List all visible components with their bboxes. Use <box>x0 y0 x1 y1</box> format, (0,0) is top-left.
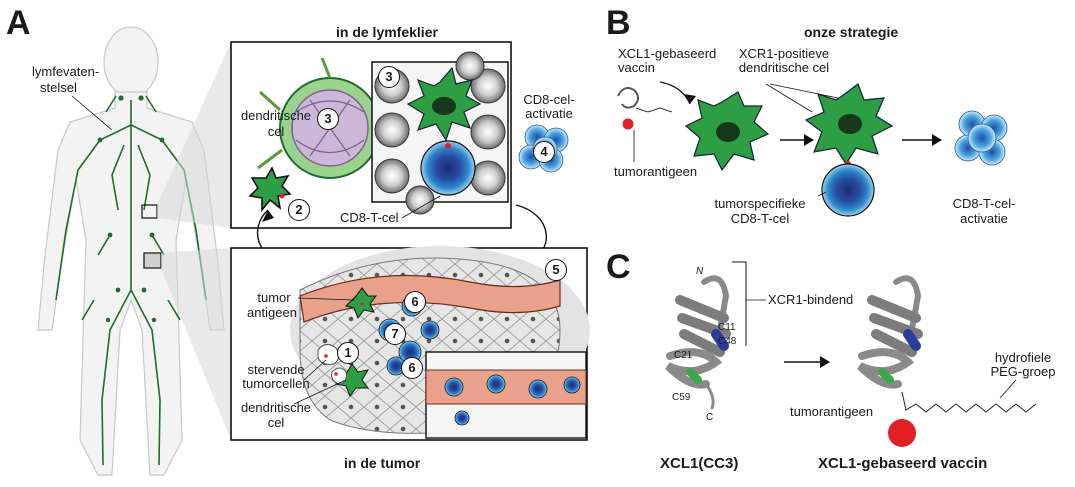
tcell-label-line2: CD8-T-cel <box>730 211 790 226</box>
grey-lymphocytes <box>374 51 506 215</box>
lymph-label-line1: lymfevaten- <box>32 64 100 79</box>
leader-lines-tumor <box>293 297 355 405</box>
binding-bracket <box>732 261 747 346</box>
peg-linker <box>901 391 1037 413</box>
lymph-label-line2: stelsel <box>40 80 77 95</box>
dc-label-line1: dendritische <box>240 108 312 123</box>
dying-cells-line2: tumorcellen <box>242 376 310 391</box>
strategy-title: onze strategie <box>804 24 899 40</box>
protein-ribbon-right <box>857 275 923 389</box>
xcl1-cc3-title: XCL1(CC3) <box>660 455 739 472</box>
step-3-node: 3 <box>317 108 339 130</box>
step-2: 2 <box>288 199 310 221</box>
tumor-highlight <box>143 252 162 269</box>
dc2-label-line2: cel <box>267 415 285 430</box>
panel-c-letter: C <box>606 248 631 286</box>
vaccine-title: XCL1-gebaseerd vaccin <box>818 455 988 472</box>
protein-ribbon-left <box>665 275 731 410</box>
dc2-label-line1: dendritische <box>240 400 312 415</box>
peg-label-line2: PEG-groep <box>990 364 1056 379</box>
blood-vessel <box>299 274 561 323</box>
activation-label-line2: activatie <box>960 211 1008 226</box>
lymph-nodes <box>97 95 165 323</box>
dc-label-line2: cel <box>267 124 285 139</box>
c48-label: C48 <box>718 336 737 347</box>
arrow-b1-head <box>804 134 814 146</box>
step-5: 5 <box>545 259 567 281</box>
step-6-tumor: 6 <box>404 291 426 313</box>
xcr1-dc-line2: dendritische cel <box>738 60 830 75</box>
xcr1-leader-2 <box>769 83 839 99</box>
zoom-funnel-node <box>157 42 231 228</box>
xcr1-binding-label: XCR1-bindend <box>768 292 854 307</box>
c21-label: C21 <box>674 350 693 361</box>
tumor-antigen-dots <box>324 302 364 376</box>
t-cell-cluster-b <box>954 110 1008 166</box>
tumorantigen-label-b: tumorantigeen <box>614 164 698 179</box>
vaccine-molecule <box>617 87 673 130</box>
peg-leader <box>999 379 1017 399</box>
activation-label-line1: CD8-T-cel- <box>952 196 1016 211</box>
c11-label: C11 <box>718 322 736 333</box>
panel-b-letter: B <box>606 4 631 42</box>
c-terminus: C <box>706 412 714 423</box>
arrow-b2-head <box>932 134 942 146</box>
cd8-activation-line2: activatie <box>525 106 573 121</box>
tumor-antigen-line2: antigeen <box>247 305 297 320</box>
n-terminus: N <box>696 266 704 277</box>
t-cell-b <box>821 163 875 217</box>
tumor-antigen-line1: tumor <box>257 290 291 305</box>
step-7: 7 <box>384 323 406 345</box>
vaccine-label-line1: XCL1-gebaseerd <box>618 46 717 61</box>
step-1: 1 <box>337 342 359 364</box>
tumorantigen-label-c: tumorantigeen <box>790 404 874 419</box>
xcr1-leader-1 <box>765 83 813 113</box>
tumor-title: in de tumor <box>344 455 421 471</box>
cd8-activation-line1: CD8-cel- <box>523 92 575 107</box>
arrow-c-head <box>820 356 830 368</box>
xcr1-dc-line1: XCR1-positieve <box>738 46 830 61</box>
vessel-t-cells <box>444 374 581 426</box>
arrow-vaccine-to-dc <box>659 81 691 105</box>
step-6-vessel: 6 <box>401 357 423 379</box>
panel-a-letter: A <box>6 4 31 42</box>
peg-label-line1: hydrofiele <box>994 350 1052 365</box>
dendritic-cell-small <box>248 166 292 213</box>
synapse-antigen <box>445 143 451 149</box>
zoom-funnel-tumor <box>161 248 231 440</box>
node-title: in de lymfeklier <box>336 24 438 40</box>
step-4: 4 <box>533 141 555 163</box>
tcell-label-line1: tumorspecifieke <box>714 196 806 211</box>
tcell-leader <box>817 191 827 197</box>
dying-cells-line1: stervende <box>247 362 305 377</box>
vaccine-label-line2: vaccin <box>618 60 655 75</box>
cd8-leader-line <box>401 195 441 219</box>
tumor-antigen-ball <box>888 419 916 447</box>
lymph-leader-line <box>71 95 113 131</box>
c59-label: C59 <box>672 392 691 403</box>
step-3-inset: 3 <box>378 66 400 88</box>
cd8-t-cell-label: CD8-T-cel <box>340 210 399 225</box>
t-cell-inset <box>420 140 476 196</box>
